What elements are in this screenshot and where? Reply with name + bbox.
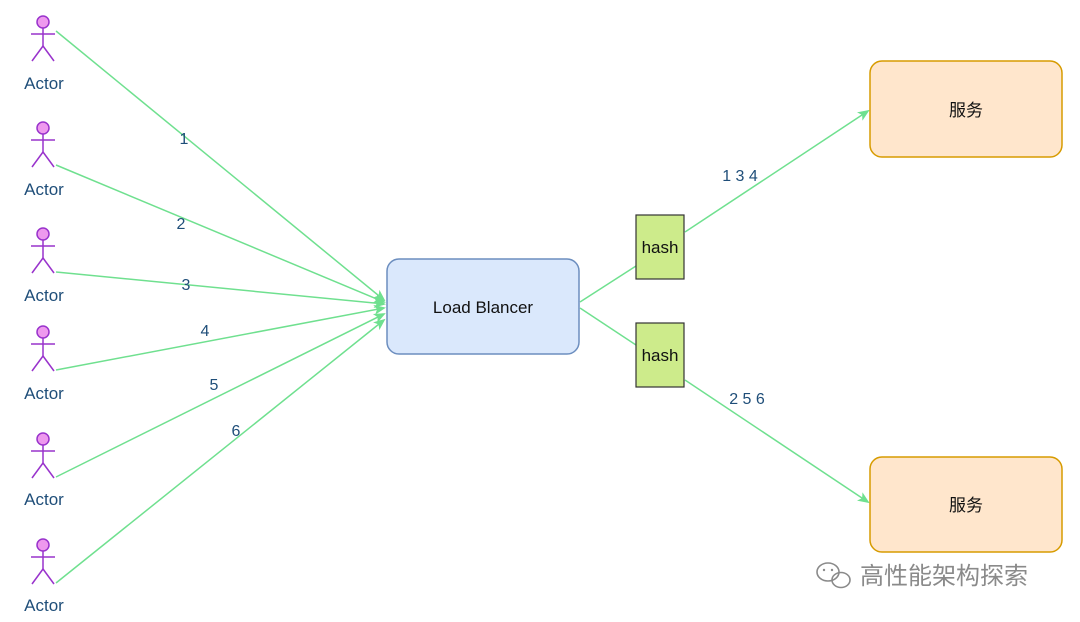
actor-label: Actor <box>24 286 64 305</box>
route-label-2: 2 5 6 <box>729 391 765 408</box>
actor-label: Actor <box>24 180 64 199</box>
hash-label: hash <box>642 346 679 365</box>
actor-icon <box>31 538 55 585</box>
actor-1: Actor <box>24 15 64 93</box>
edge-actor-6 <box>55 318 386 584</box>
hash-node-2: hash <box>635 322 685 388</box>
edge-lb-hash-2 <box>579 307 637 346</box>
route-label-1: 1 3 4 <box>722 168 758 185</box>
edge-label-5: 5 <box>210 377 219 394</box>
edge-hash-service-1 <box>684 109 870 233</box>
service-label: 服务 <box>949 101 983 120</box>
actor-icon <box>31 121 55 168</box>
service-label: 服务 <box>949 496 983 515</box>
edge-actor-2 <box>55 164 386 303</box>
hash-node-1: hash <box>635 214 685 280</box>
edge-actor-4 <box>55 304 386 371</box>
edge-label-2: 2 <box>177 216 186 233</box>
wechat-icon <box>816 562 851 589</box>
load-balancer-label: Load Blancer <box>433 298 534 317</box>
actor-edges <box>55 30 386 584</box>
service-node-2: 服务 <box>869 456 1063 553</box>
actor-icon <box>31 227 55 274</box>
load-balancer-node: Load Blancer <box>386 258 580 355</box>
actor-2: Actor <box>24 121 64 199</box>
edge-actor-1 <box>55 30 386 302</box>
edge-label-6: 6 <box>232 423 241 440</box>
edge-actor-5 <box>55 313 386 478</box>
actor-6: Actor <box>24 538 64 615</box>
actor-icon <box>31 432 55 479</box>
actor-3: Actor <box>24 227 64 305</box>
watermark-text: 高性能架构探索 <box>860 563 1028 590</box>
watermark: 高性能架构探索 <box>816 562 1028 590</box>
edge-label-4: 4 <box>201 323 210 340</box>
edge-actor-3 <box>55 271 386 309</box>
actor-label: Actor <box>24 384 64 403</box>
actor-label: Actor <box>24 490 64 509</box>
actor-label: Actor <box>24 596 64 615</box>
service-node-1: 服务 <box>869 60 1063 158</box>
actor-5: Actor <box>24 432 64 509</box>
actor-label: Actor <box>24 74 64 93</box>
actor-icon <box>31 15 55 62</box>
hash-label: hash <box>642 238 679 257</box>
edge-label-1: 1 <box>180 131 189 148</box>
edge-lb-hash-1 <box>579 265 637 303</box>
actor-icon <box>31 325 55 372</box>
edge-label-3: 3 <box>182 277 191 294</box>
actor-4: Actor <box>24 325 64 403</box>
edge-hash-service-2 <box>684 379 870 504</box>
